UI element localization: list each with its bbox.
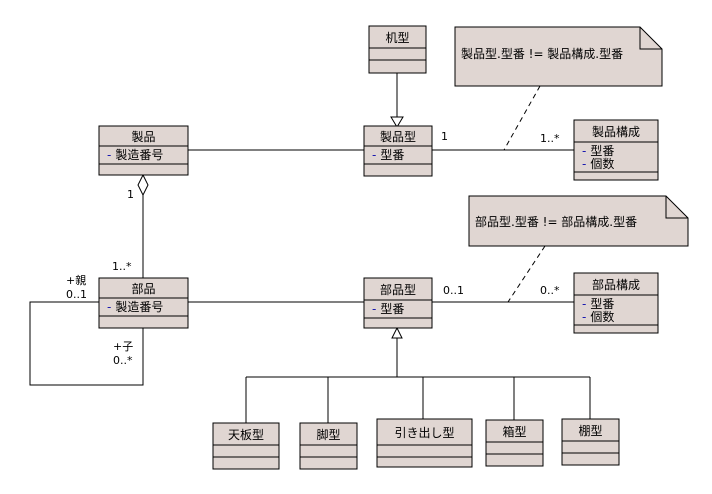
generalization-arrow-icon (391, 326, 403, 339)
role-parent: +親 (66, 274, 86, 287)
mult-seihin-agg-many: 1..* (112, 260, 132, 273)
visibility-marker: - (582, 157, 586, 171)
class-attribute: -個数 (582, 309, 614, 324)
attribute-name: 型番 (380, 148, 404, 162)
class-kyaku[interactable]: 脚型 (299, 422, 358, 470)
visibility-marker: - (372, 148, 376, 162)
visibility-marker: - (582, 297, 586, 311)
class-attribute: -製造番号 (107, 300, 163, 314)
class-name: 製品 (131, 130, 155, 144)
class-attribute: -型番 (372, 148, 404, 162)
attribute-name: 型番 (380, 302, 404, 316)
multiplicity-labels: 1 1..* 1 1..* 0..1 0..* +親 0..1 +子 0..* (66, 130, 560, 367)
class-kigata[interactable]: 机型 (368, 25, 427, 74)
visibility-marker: - (372, 302, 376, 316)
generalization-arrow-icon (390, 116, 404, 128)
class-hikidashi[interactable]: 引き出し型 (376, 418, 473, 468)
class-name: 製品構成 (592, 125, 640, 139)
mult-buhingata-01: 0..1 (443, 284, 464, 297)
class-attribute: -製造番号 (107, 148, 163, 162)
connectors (29, 73, 591, 423)
class-name: 部品型 (380, 282, 416, 297)
attribute-name: 型番 (590, 144, 614, 158)
class-seihinkousei[interactable]: 製品構成-型番-個数 (573, 119, 659, 181)
class-name: 天板型 (228, 428, 264, 442)
mult-seihin-agg-1: 1 (127, 188, 134, 201)
class-attribute: -個数 (582, 156, 614, 171)
buhin-note-anchor (507, 245, 546, 303)
class-buhinkousei[interactable]: 部品構成-型番-個数 (573, 272, 659, 334)
note-text: 製品型.型番 != 製品構成.型番 (461, 47, 623, 61)
mult-parent: 0..1 (66, 288, 87, 301)
mult-child: 0..* (113, 354, 133, 367)
class-hako[interactable]: 箱型 (485, 419, 544, 467)
mult-buhinkousei-many: 0..* (540, 284, 560, 297)
role-child: +子 (113, 340, 133, 353)
buhin-self-association (29, 301, 144, 386)
attribute-name: 個数 (590, 156, 614, 171)
class-attribute: -型番 (372, 302, 404, 316)
note-text: 部品型.型番 != 部品構成.型番 (475, 214, 637, 229)
class-name: 箱型 (502, 424, 526, 439)
class-buhin[interactable]: 部品 -製造番号 (98, 277, 189, 329)
aggregation-diamond-icon (137, 173, 149, 197)
class-name: 脚型 (316, 427, 340, 442)
seihin-note-anchor (503, 85, 541, 151)
class-seihin[interactable]: 製品 -製造番号 (98, 125, 189, 176)
class-attribute: -型番 (582, 297, 614, 311)
seihin-constraint-note: 製品型.型番 != 製品構成.型番 (454, 26, 663, 87)
class-seihingata[interactable]: 製品型-型番 (363, 125, 433, 177)
class-name: 部品構成 (592, 277, 640, 292)
class-name: 机型 (385, 31, 409, 45)
visibility-marker: - (107, 300, 111, 314)
visibility-marker: - (582, 144, 586, 158)
attribute-name: 製造番号 (115, 148, 163, 162)
attribute-name: 製造番号 (115, 300, 163, 314)
class-name: 棚型 (578, 423, 602, 438)
visibility-marker: - (582, 310, 586, 324)
attribute-name: 個数 (590, 309, 614, 324)
mult-seihingata-1: 1 (441, 130, 448, 143)
attribute-name: 型番 (590, 297, 614, 311)
mult-seihinkousei-many: 1..* (540, 132, 560, 145)
class-name: 引き出し型 (394, 426, 454, 440)
class-attribute: -型番 (582, 144, 614, 158)
class-tana[interactable]: 棚型 (561, 418, 620, 466)
visibility-marker: - (107, 148, 111, 162)
class-name: 部品 (131, 281, 155, 296)
class-buhingata[interactable]: 部品型-型番 (363, 277, 433, 329)
class-name: 製品型 (380, 130, 416, 144)
buhin-constraint-note: 部品型.型番 != 部品構成.型番 (468, 195, 689, 247)
class-tenban[interactable]: 天板型 (212, 422, 280, 470)
